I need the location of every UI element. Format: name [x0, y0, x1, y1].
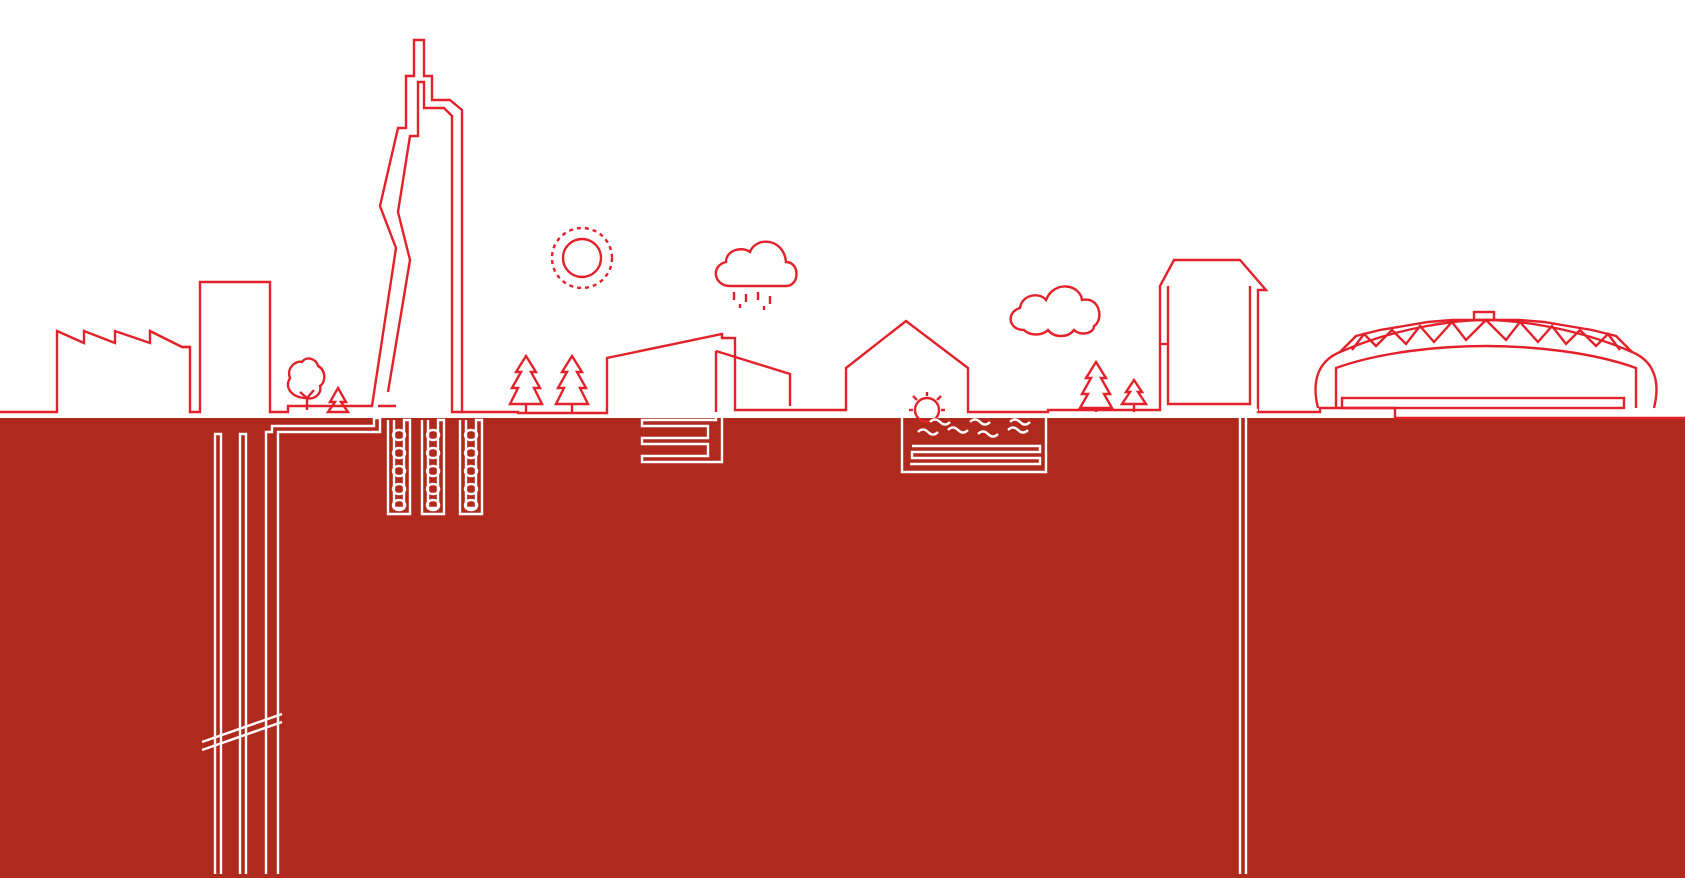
water-wheel-icon	[909, 392, 945, 424]
deciduous-tree-icon	[286, 357, 326, 410]
horizontal-ground-loop	[640, 418, 724, 464]
open-loop-well	[1238, 408, 1258, 874]
arena-truss-zigzag	[1351, 318, 1621, 351]
ground-area	[0, 418, 1685, 878]
pine-tree-icon-4	[1077, 359, 1115, 412]
modern-house-roof	[715, 349, 792, 406]
coil-ground-loops	[386, 418, 484, 516]
pine-tree-icon-2	[508, 353, 544, 412]
rain-cloud-icon	[714, 240, 798, 310]
skyline	[0, 38, 1685, 420]
pine-tree-icon-5	[1119, 377, 1149, 412]
cloud-icon	[1009, 285, 1101, 338]
arena-icon	[1314, 310, 1658, 410]
skyscraper-icon	[378, 80, 462, 414]
deep-borehole-pipes	[201, 416, 382, 874]
pine-tree-icon-3	[554, 353, 590, 412]
rain-drops	[732, 292, 772, 310]
ground-line	[0, 38, 1685, 420]
pine-tree-icon-1	[325, 385, 351, 414]
pond-loop	[900, 418, 1048, 474]
coil-springs	[391, 428, 479, 512]
tall-building-icon	[1160, 286, 1252, 406]
sun-icon	[550, 226, 614, 290]
